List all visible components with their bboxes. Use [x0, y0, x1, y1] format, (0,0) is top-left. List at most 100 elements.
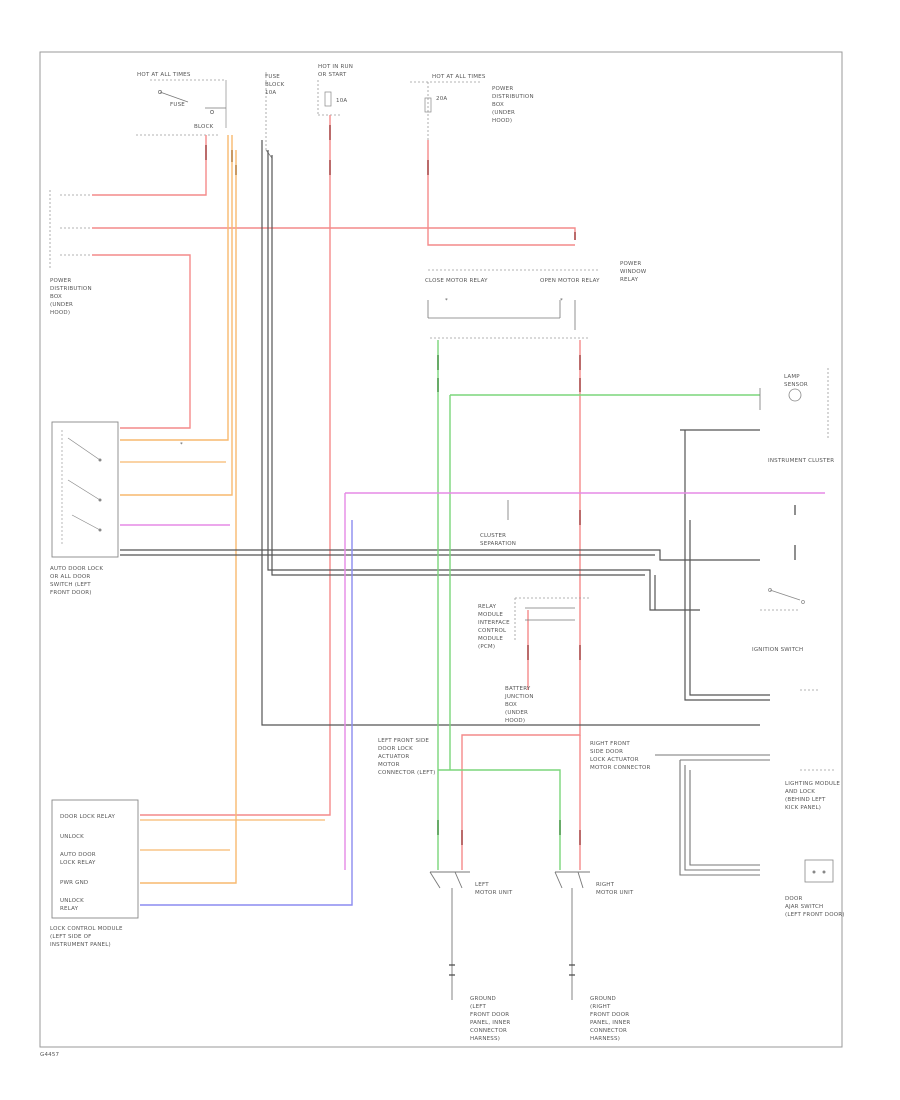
wire-orange-1 [120, 135, 229, 441]
wire-ticks-red [205, 125, 581, 845]
label-lcm-pin-0: DOOR LOCK RELAY [60, 814, 115, 820]
label-lcm-pin-5: UNLOCK [60, 898, 84, 904]
label-ground-left-2: FRONT DOOR [470, 1012, 509, 1018]
label-battery-jb-0: BATTERY [505, 686, 531, 692]
label-center-relay-3: CONTROL [478, 628, 507, 634]
label-relay-module-0: POWER [620, 261, 641, 267]
footer-code: G4457 [40, 1052, 60, 1058]
label-lcm-pin-4: PWR GND [60, 880, 88, 886]
label-instrument-cluster: INSTRUMENT CLUSTER [768, 458, 834, 464]
label-center-relay-4: MODULE [478, 636, 503, 642]
label-ground-left-1: (LEFT [470, 1004, 487, 1010]
label-cluster-1: SEPARATION [480, 541, 516, 547]
motor-left: LEFT MOTOR UNIT [429, 871, 513, 1000]
label-lighting-2: (BEHIND LEFT [785, 797, 826, 803]
label-fuse-left-1: BLOCK [194, 124, 214, 130]
label-motor-left-0: LEFT FRONT SIDE [378, 738, 429, 744]
top-left-power-block: HOT AT ALL TIMES FUSE BLOCK FUSE BLOCK 1… [136, 72, 284, 159]
label-lcm-pin-6: RELAY [60, 906, 79, 912]
label-lamp-0: LAMP [784, 374, 800, 380]
lighting-module: LIGHTING MODULE AND LOCK (BEHIND LEFT KI… [785, 689, 840, 811]
label-lcm-pin-3: LOCK RELAY [60, 860, 96, 866]
wire-ticks-orange [231, 150, 237, 175]
label-power-dist-left-0: POWER [50, 278, 71, 284]
label-fuse-b-2: 10A [265, 90, 276, 96]
label-door-ajar-0: DOOR [785, 896, 803, 902]
door-switch-box [51, 421, 119, 558]
label-power-dist-right-4: HOOD) [492, 118, 512, 124]
label-lock-control-2: INSTRUMENT PANEL) [50, 942, 111, 948]
label-ground-right-5: HARNESS) [590, 1036, 620, 1042]
label-motor-right-0: RIGHT FRONT [590, 741, 630, 747]
relay-section: CLOSE MOTOR RELAY OPEN MOTOR RELAY * * P… [425, 261, 647, 339]
wire-red-6 [461, 340, 581, 870]
label-power-dist-left-4: HOOD) [50, 310, 70, 316]
label-lcm-pin-2: AUTO DOOR [60, 852, 96, 858]
door-ajar-switch: DOOR AJAR SWITCH (LEFT FRONT DOOR) [785, 859, 844, 918]
wire-orange-2 [120, 135, 233, 496]
label-motor-right-2: LOCK ACTUATOR [590, 757, 639, 763]
label-door-switch-2: SWITCH (LEFT [50, 582, 91, 588]
label-fuse-10a: 10A [336, 98, 347, 104]
label-center-relay-1: MODULE [478, 612, 503, 618]
label-lighting-0: LIGHTING MODULE [785, 781, 840, 787]
motor-right: RIGHT MOTOR UNIT [554, 871, 634, 1000]
wire-ticks-green [437, 355, 561, 835]
label-hot-in-run-0: HOT IN RUN [318, 64, 353, 70]
wire-black-8 [689, 520, 770, 696]
label-relay-open: OPEN MOTOR RELAY [540, 278, 600, 284]
wire-green-4 [438, 769, 561, 870]
wire-red-3 [92, 254, 191, 429]
ground-left: GROUND (LEFT FRONT DOOR PANEL, INNER CON… [470, 996, 510, 1042]
wire-red-2 [92, 227, 576, 240]
wire-black-6 [684, 430, 770, 701]
label-lock-control-0: LOCK CONTROL MODULE [50, 926, 123, 932]
wire-black-2 [267, 150, 700, 611]
center-relay-module: RELAY MODULE INTERFACE CONTROL MODULE (P… [478, 597, 590, 724]
label-fuse-left-0: FUSE [170, 102, 185, 108]
wire-blue-1 [140, 520, 353, 906]
label-center-relay-5: (PCM) [478, 644, 495, 650]
label-ground-left-4: CONNECTOR [470, 1028, 507, 1034]
door-switch-module: AUTO DOOR LOCK OR ALL DOOR SWITCH (LEFT … [50, 421, 183, 596]
wire-gray-2 [684, 765, 760, 871]
wire-orange-3 [140, 150, 237, 884]
label-power-dist-left-2: BOX [50, 294, 62, 300]
diagram-frame [39, 51, 843, 1048]
label-ground-right-4: CONNECTOR [590, 1028, 627, 1034]
label-battery-jb-3: (UNDER [505, 710, 528, 716]
label-motor-left-4: CONNECTOR (LEFT) [378, 770, 435, 776]
label-relay-module-1: WINDOW [620, 269, 647, 275]
wire-black-1 [261, 140, 760, 726]
label-lock-control-1: (LEFT SIDE OF [50, 934, 92, 940]
ground-right: GROUND (RIGHT FRONT DOOR PANEL, INNER CO… [590, 996, 630, 1042]
label-ground-left-0: GROUND [470, 996, 496, 1002]
label-cluster-0: CLUSTER [480, 533, 506, 539]
label-motor-left-2: ACTUATOR [378, 754, 409, 760]
label-battery-jb-1: JUNCTION [504, 694, 534, 700]
label-ground-right-3: PANEL, INNER [590, 1020, 630, 1026]
wire-black-3 [271, 155, 645, 576]
label-relay-close-pin: * [445, 298, 448, 304]
wire-gray-1 [679, 760, 760, 876]
label-relay-module-2: RELAY [620, 277, 639, 283]
label-center-relay-0: RELAY [478, 604, 497, 610]
label-motor-unit-right-0: RIGHT [596, 882, 615, 888]
label-lcm-pin-1: UNLOCK [60, 834, 84, 840]
label-battery-jb-2: BOX [505, 702, 517, 708]
cluster-separation: CLUSTER SEPARATION [480, 500, 516, 547]
label-lighting-3: KICK PANEL) [785, 805, 821, 811]
label-power-dist-right-1: DISTRIBUTION [492, 94, 534, 100]
ignition-switch: IGNITION SWITCH [752, 588, 805, 653]
label-ignition-switch: IGNITION SWITCH [752, 647, 803, 653]
wire-black-4 [120, 549, 760, 561]
lock-control-box [51, 799, 139, 919]
hot-in-run-block: HOT IN RUN OR START 10A [317, 64, 353, 116]
label-motor-left-3: MOTOR [378, 762, 400, 768]
label-door-switch-3: FRONT DOOR) [50, 590, 92, 596]
wire-red-5 [140, 115, 331, 816]
label-hot-all-times-top: HOT AT ALL TIMES [137, 72, 191, 78]
label-fuse-b-0: FUSE [265, 74, 280, 80]
